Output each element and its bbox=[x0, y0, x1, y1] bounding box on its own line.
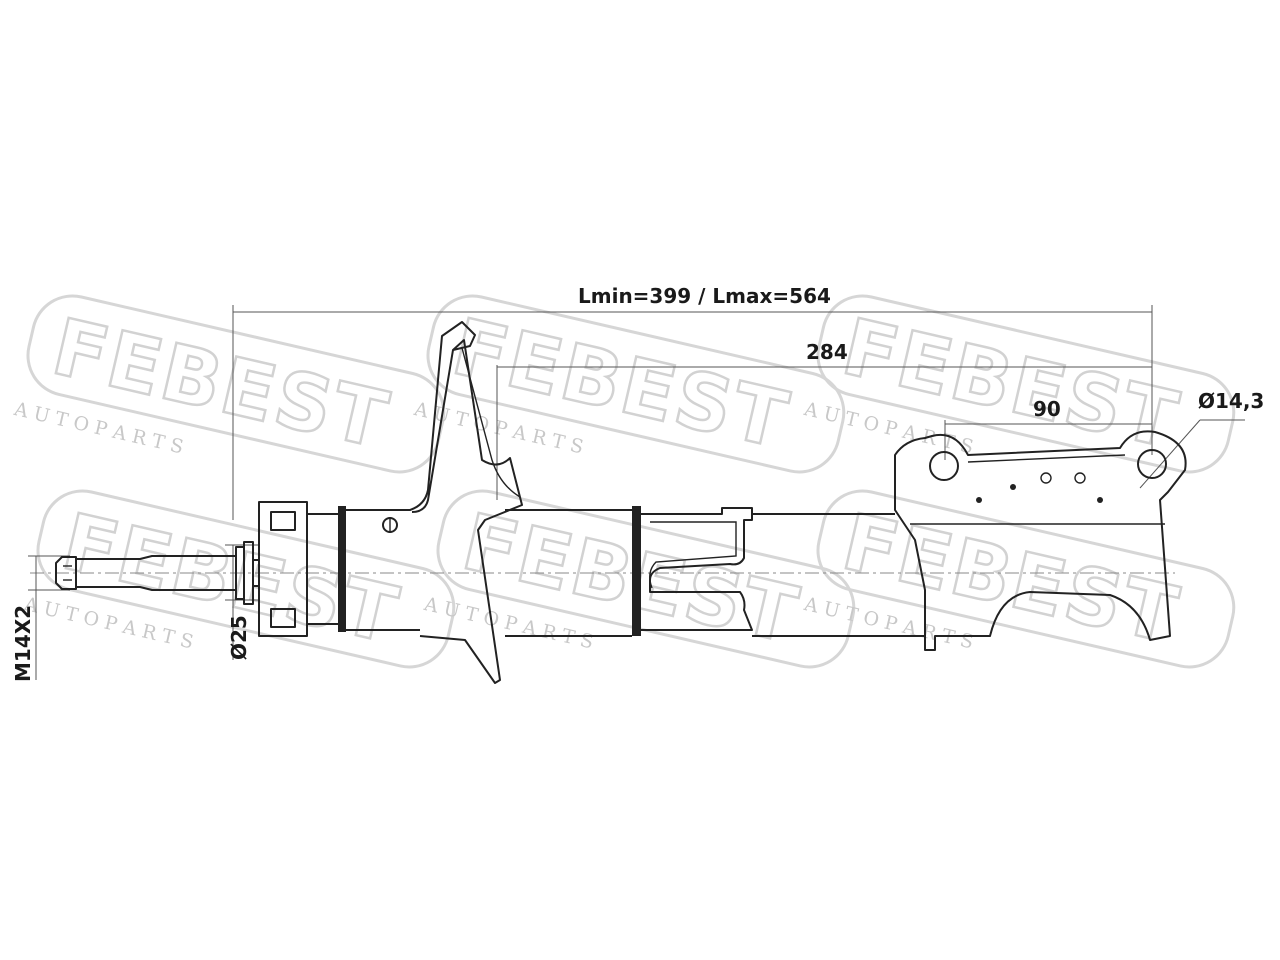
knuckle-dot-2 bbox=[976, 497, 982, 503]
upper-body bbox=[346, 321, 476, 513]
bump-stop-bracket bbox=[641, 507, 753, 631]
hole-spacing-label: 90 bbox=[1033, 397, 1061, 421]
knuckle-top-edge bbox=[967, 454, 1126, 463]
thread-tip bbox=[55, 556, 77, 590]
hole-diameter-label: Ø14,3 bbox=[1198, 389, 1264, 413]
bump-stop-inner bbox=[649, 521, 737, 589]
spring-plate bbox=[419, 339, 523, 684]
length-label: Lmin=399 / Lmax=564 bbox=[578, 284, 831, 308]
knuckle-bracket bbox=[894, 430, 1187, 651]
knuckle-small-hole-1 bbox=[1040, 472, 1052, 484]
knuckle-hole-right bbox=[1137, 449, 1167, 479]
rod-diameter-label: Ø25 bbox=[227, 615, 251, 660]
watermark-top-center: FEBEST A U T O P A R T S bbox=[411, 294, 846, 474]
watermark-bottom-left: FEBEST A U T O P A R T S bbox=[21, 489, 456, 669]
knuckle-dot-3 bbox=[1097, 497, 1103, 503]
knuckle-hole-left bbox=[929, 451, 959, 481]
watermark-top-left: FEBEST A U T O P A R T S bbox=[11, 294, 446, 474]
spring-seat-band bbox=[338, 506, 346, 632]
dimension-lines bbox=[28, 305, 1245, 680]
watermark-brand: FEBEST bbox=[45, 302, 397, 466]
hole-diameter-leader bbox=[1139, 419, 1201, 489]
watermark-bottom-right: FEBEST A U T O P A R T S bbox=[801, 489, 1236, 669]
top-mount-tab-bottom bbox=[270, 608, 296, 628]
thread-label: M14X2 bbox=[11, 605, 35, 682]
lower-tube bbox=[752, 513, 925, 637]
watermark-brand: FEBEST bbox=[835, 497, 1187, 661]
strut-body-group bbox=[55, 321, 1187, 684]
spring-plate-inner bbox=[461, 347, 521, 498]
knuckle-small-hole-2 bbox=[1074, 472, 1086, 484]
watermark-brand: FEBEST bbox=[835, 302, 1187, 466]
watermark-top-right: FEBEST A U T O P A R T S bbox=[801, 294, 1236, 474]
top-mount-tab-top bbox=[270, 511, 296, 531]
bump-stop-band bbox=[632, 506, 641, 636]
main-tube bbox=[505, 509, 632, 637]
watermark-brand: FEBEST bbox=[455, 497, 807, 661]
rod-nut-2 bbox=[243, 541, 254, 605]
knuckle-dot-1 bbox=[1010, 484, 1016, 490]
watermark-group: FEBEST A U T O P A R T S FEBEST A U T O … bbox=[11, 294, 1236, 669]
bracket-length-label: 284 bbox=[806, 340, 848, 364]
top-mount bbox=[258, 501, 308, 637]
